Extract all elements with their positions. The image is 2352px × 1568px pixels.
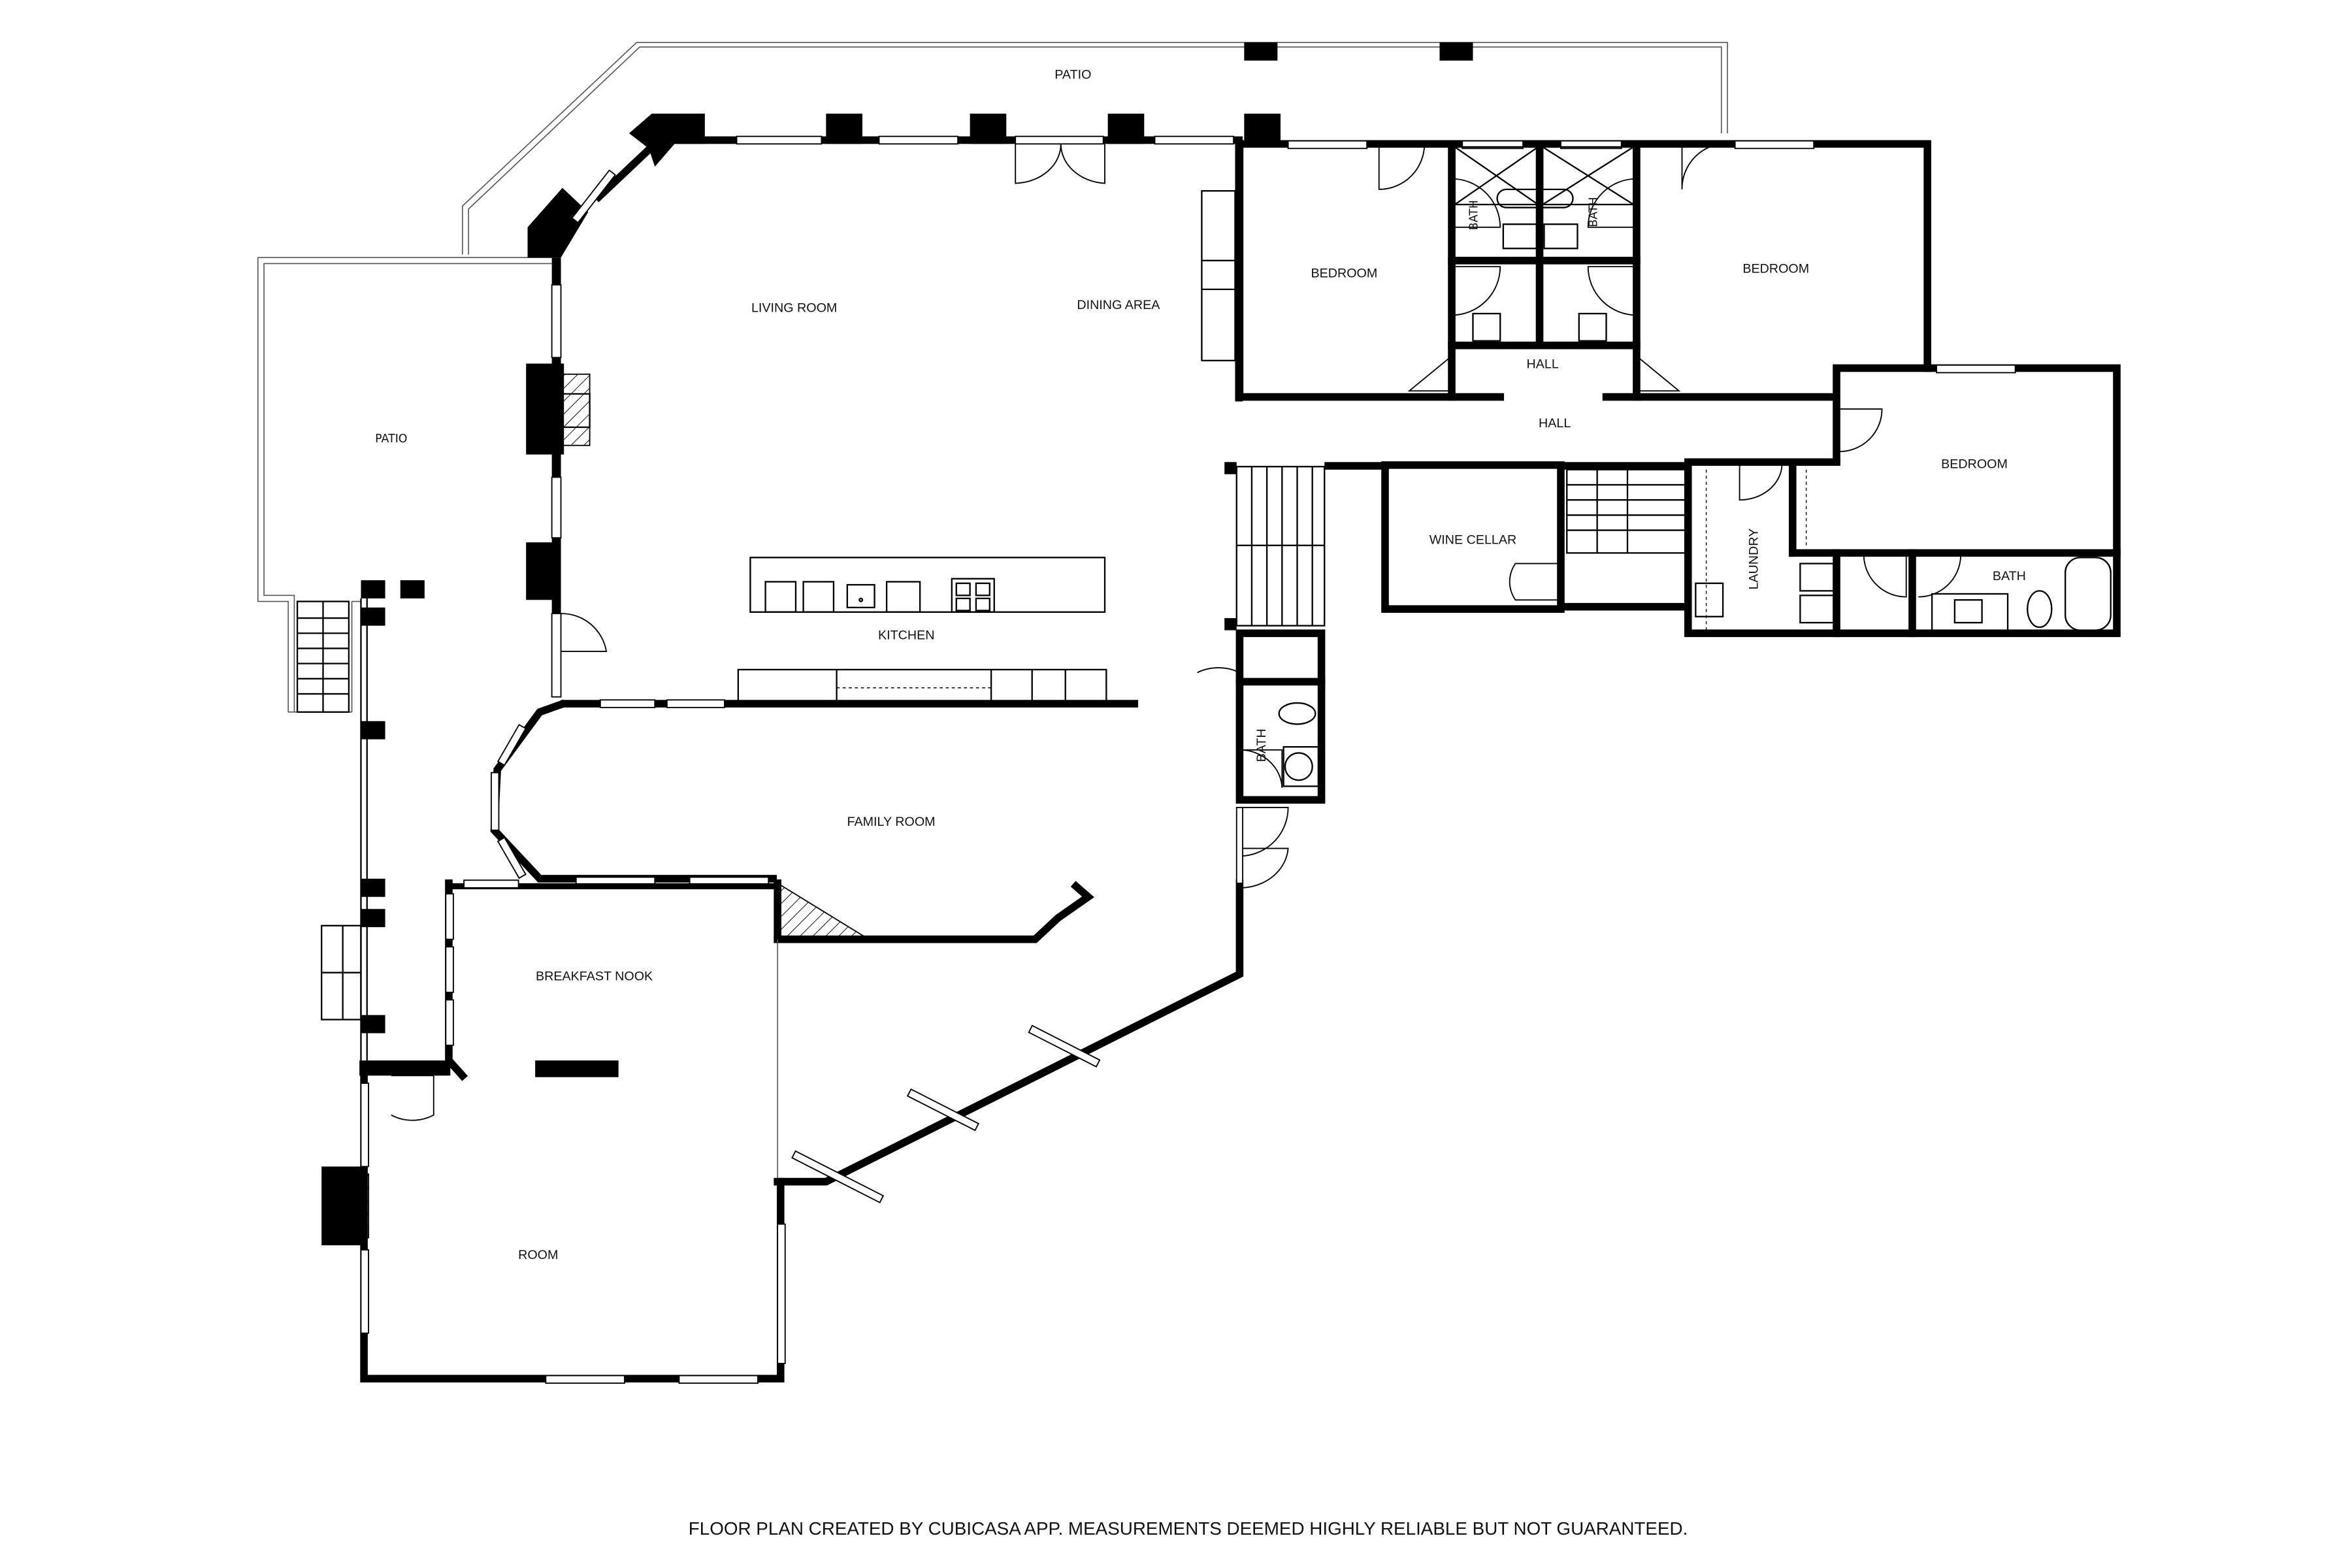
label-patio-top: PATIO [1054,68,1091,82]
family-room-walls [490,699,1244,1203]
label-laundry: LAUNDRY [1746,529,1761,590]
kitchen-fixtures [561,557,1139,708]
room-labels: PATIO PATIO LIVING ROOM DINING AREA KITC… [375,68,2026,1262]
label-bath-1: BATH [1467,200,1480,230]
label-hall-main: HALL [1539,416,1571,431]
label-living-room: LIVING ROOM [751,301,837,316]
label-family-room: FAMILY ROOM [847,815,936,829]
label-bath-4: BATH [1254,728,1269,762]
center-stairs-bath [1197,462,1385,889]
patio-top-outline [462,42,1728,255]
patio-stairs [296,600,350,713]
label-wine-cellar: WINE CELLAR [1429,532,1517,547]
footer-disclaimer: FLOOR PLAN CREATED BY CUBICASA APP. MEAS… [689,1518,1688,1539]
east-wing-walls [1684,364,2121,638]
label-bedroom-3: BEDROOM [1941,457,2008,472]
label-bedroom-1: BEDROOM [1311,266,1377,280]
label-dining-area: DINING AREA [1077,298,1160,312]
patio-left-outline [257,257,552,1061]
wine-cellar-walls [1381,461,1688,613]
label-kitchen: KITCHEN [878,629,934,643]
label-patio-left: PATIO [375,433,407,446]
label-bath-2: BATH [1588,197,1601,227]
label-bedroom-2: BEDROOM [1742,261,1809,276]
bedroom-wing-walls [1235,140,1931,401]
breakfast-room-walls [321,879,786,1384]
label-room: ROOM [518,1248,558,1262]
label-hall-upper: HALL [1527,357,1559,371]
label-bath-3: BATH [1993,569,2026,583]
label-breakfast-nook: BREAKFAST NOOK [536,969,653,983]
main-walls [526,113,1281,698]
